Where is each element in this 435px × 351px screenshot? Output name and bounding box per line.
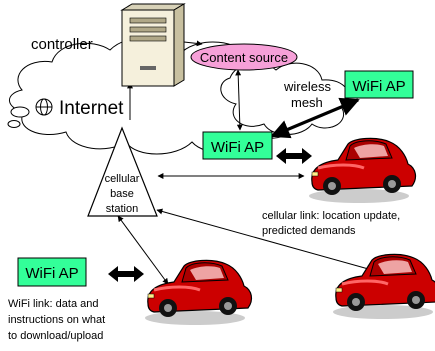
wifi-link-caption-line2: instructions on what (8, 314, 105, 326)
globe-icon (35, 98, 53, 116)
base-station-label-line2: base (110, 188, 134, 200)
cellular-link-car2 (156, 208, 373, 272)
car-icon (307, 136, 417, 205)
content-source-node: Content source (190, 43, 298, 71)
car-icon (143, 258, 253, 327)
wifi-ap-roadside: WiFi AP (17, 257, 87, 287)
cellular-base-station: cellular base station (87, 126, 158, 217)
wireless-mesh-label-line1: wireless (283, 79, 331, 94)
wifi-ap-main: WiFi AP (202, 131, 273, 160)
server-icon (120, 3, 186, 87)
cellular-link-caption-line2: predicted demands (262, 225, 356, 237)
cellular-link-caption-line1: cellular link: location update, (262, 210, 400, 222)
connection-lines (117, 40, 373, 285)
wifi-ap-label: WiFi AP (211, 139, 264, 156)
base-station-label-line1: cellular (105, 173, 140, 185)
wireless-mesh-link (270, 97, 360, 139)
wifi-ap-label: WiFi AP (25, 265, 78, 282)
wifi-link-arrow (108, 266, 144, 282)
wifi-link-arrow (276, 148, 312, 164)
controller-to-content-link (183, 40, 203, 47)
wifi-ap-label: WiFi AP (352, 78, 405, 95)
internet-label: Internet (59, 98, 124, 119)
content-to-ap-link (235, 69, 243, 131)
cellular-link-car3 (117, 215, 169, 285)
controller-label: controller (31, 36, 93, 53)
wifi-ap-mesh: WiFi AP (344, 70, 414, 99)
wifi-link-caption-line1: WiFi link: data and (8, 298, 98, 310)
wifi-link-caption-line3: to download/upload (8, 330, 103, 342)
car-icon (331, 252, 435, 321)
base-station-label-line3: station (106, 203, 138, 215)
wireless-mesh-label-line2: mesh (291, 95, 323, 110)
content-source-label: Content source (200, 50, 288, 65)
